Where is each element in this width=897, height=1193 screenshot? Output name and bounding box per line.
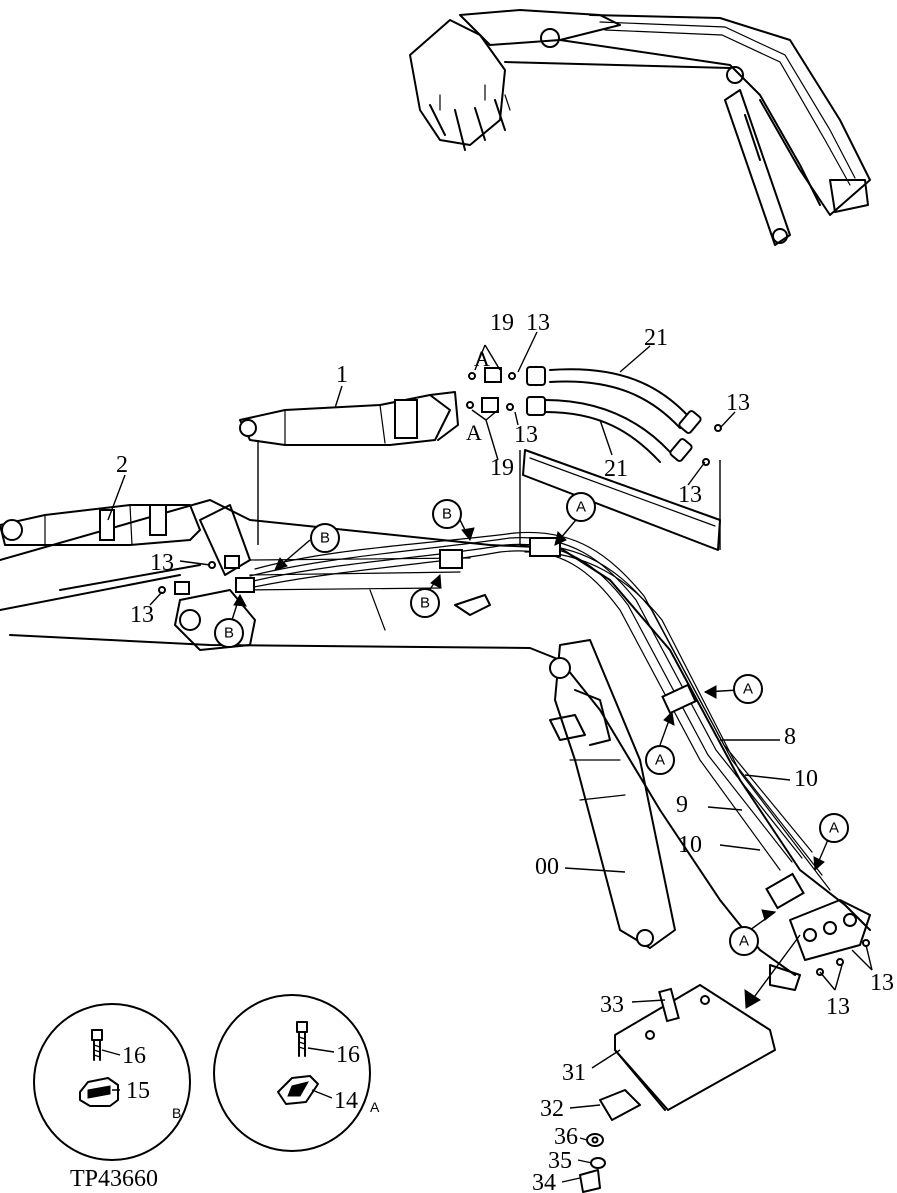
callout-tag-b-1: B	[432, 499, 462, 529]
fitting-tag-a-lower: A	[466, 420, 482, 445]
part-number-13-g: 13	[870, 970, 894, 996]
callout-tag-letter: A	[739, 933, 749, 950]
callout-tag-letter: A	[576, 499, 586, 516]
cover-plate-assembly	[579, 934, 801, 1193]
callout-tag-b-4: B	[214, 618, 244, 648]
callout-tag-letter: A	[743, 681, 753, 698]
fittings-19	[158, 367, 870, 976]
detail-circle-b: 16 15 B	[33, 1003, 191, 1161]
part-number-19-lower: 19	[490, 455, 514, 481]
callout-tag-letter: B	[420, 595, 430, 612]
part-number-21-upper: 21	[644, 325, 668, 351]
detail-a-label-14: 14	[334, 1088, 358, 1114]
hoses-21	[526, 366, 702, 463]
part-number-36: 36	[554, 1124, 578, 1150]
callout-tag-a-1: A	[566, 492, 596, 522]
part-number-8: 8	[784, 724, 796, 750]
part-number-13-f: 13	[130, 602, 154, 628]
callout-tag-a-3: A	[645, 745, 675, 775]
cylinder-1	[239, 391, 459, 446]
detail-b-label-16: 16	[122, 1043, 146, 1069]
detail-b-letter: B	[172, 1105, 181, 1121]
detail-a-label-16: 16	[336, 1042, 360, 1068]
part-number-10-b: 10	[678, 832, 702, 858]
part-number-13-a: 13	[526, 310, 550, 336]
boom-assembly-illustration	[0, 449, 871, 991]
callout-tag-b-3: B	[410, 588, 440, 618]
part-number-33: 33	[600, 992, 624, 1018]
detail-circle-a: 16 14 A	[213, 994, 380, 1152]
part-number-32: 32	[540, 1096, 564, 1122]
overview-arm-illustration	[409, 9, 871, 246]
part-number-35: 35	[548, 1148, 572, 1174]
callout-tag-a-2: A	[733, 674, 763, 704]
part-number-2: 2	[116, 452, 128, 478]
part-number-10-a: 10	[794, 766, 818, 792]
callout-tag-b-2: B	[310, 523, 340, 553]
callout-tag-a-5: A	[729, 926, 759, 956]
detail-b-label-15: 15	[126, 1078, 150, 1104]
part-number-34: 34	[532, 1170, 556, 1193]
part-number-labels: 1 2 19 19 13 13 21 21 13 13 13 13 8 10 9…	[116, 310, 894, 1193]
part-number-00: 00	[535, 854, 559, 880]
part-number-19-upper: 19	[490, 310, 514, 336]
fitting-tag-a-upper: A	[474, 346, 490, 371]
callout-tag-letter: A	[655, 752, 665, 769]
part-number-21-lower: 21	[604, 456, 628, 482]
callout-tag-letter: A	[829, 820, 839, 837]
part-number-9: 9	[676, 792, 688, 818]
figure-id: TP43660	[70, 1166, 158, 1192]
cylinder-2	[0, 504, 201, 546]
callout-tag-letter: B	[224, 625, 234, 642]
part-number-13-c: 13	[726, 390, 750, 416]
callout-tag-a-4: A	[819, 813, 849, 843]
part-number-13-b: 13	[514, 422, 538, 448]
part-number-13-d: 13	[678, 482, 702, 508]
part-number-13-h: 13	[826, 994, 850, 1020]
leader-lines	[107, 331, 873, 1183]
part-number-1: 1	[336, 362, 348, 388]
detail-a-letter: A	[370, 1099, 380, 1115]
callout-tag-letter: B	[442, 506, 452, 523]
callout-tag-letter: B	[320, 530, 330, 547]
part-number-31: 31	[562, 1060, 586, 1086]
part-number-13-e: 13	[150, 550, 174, 576]
